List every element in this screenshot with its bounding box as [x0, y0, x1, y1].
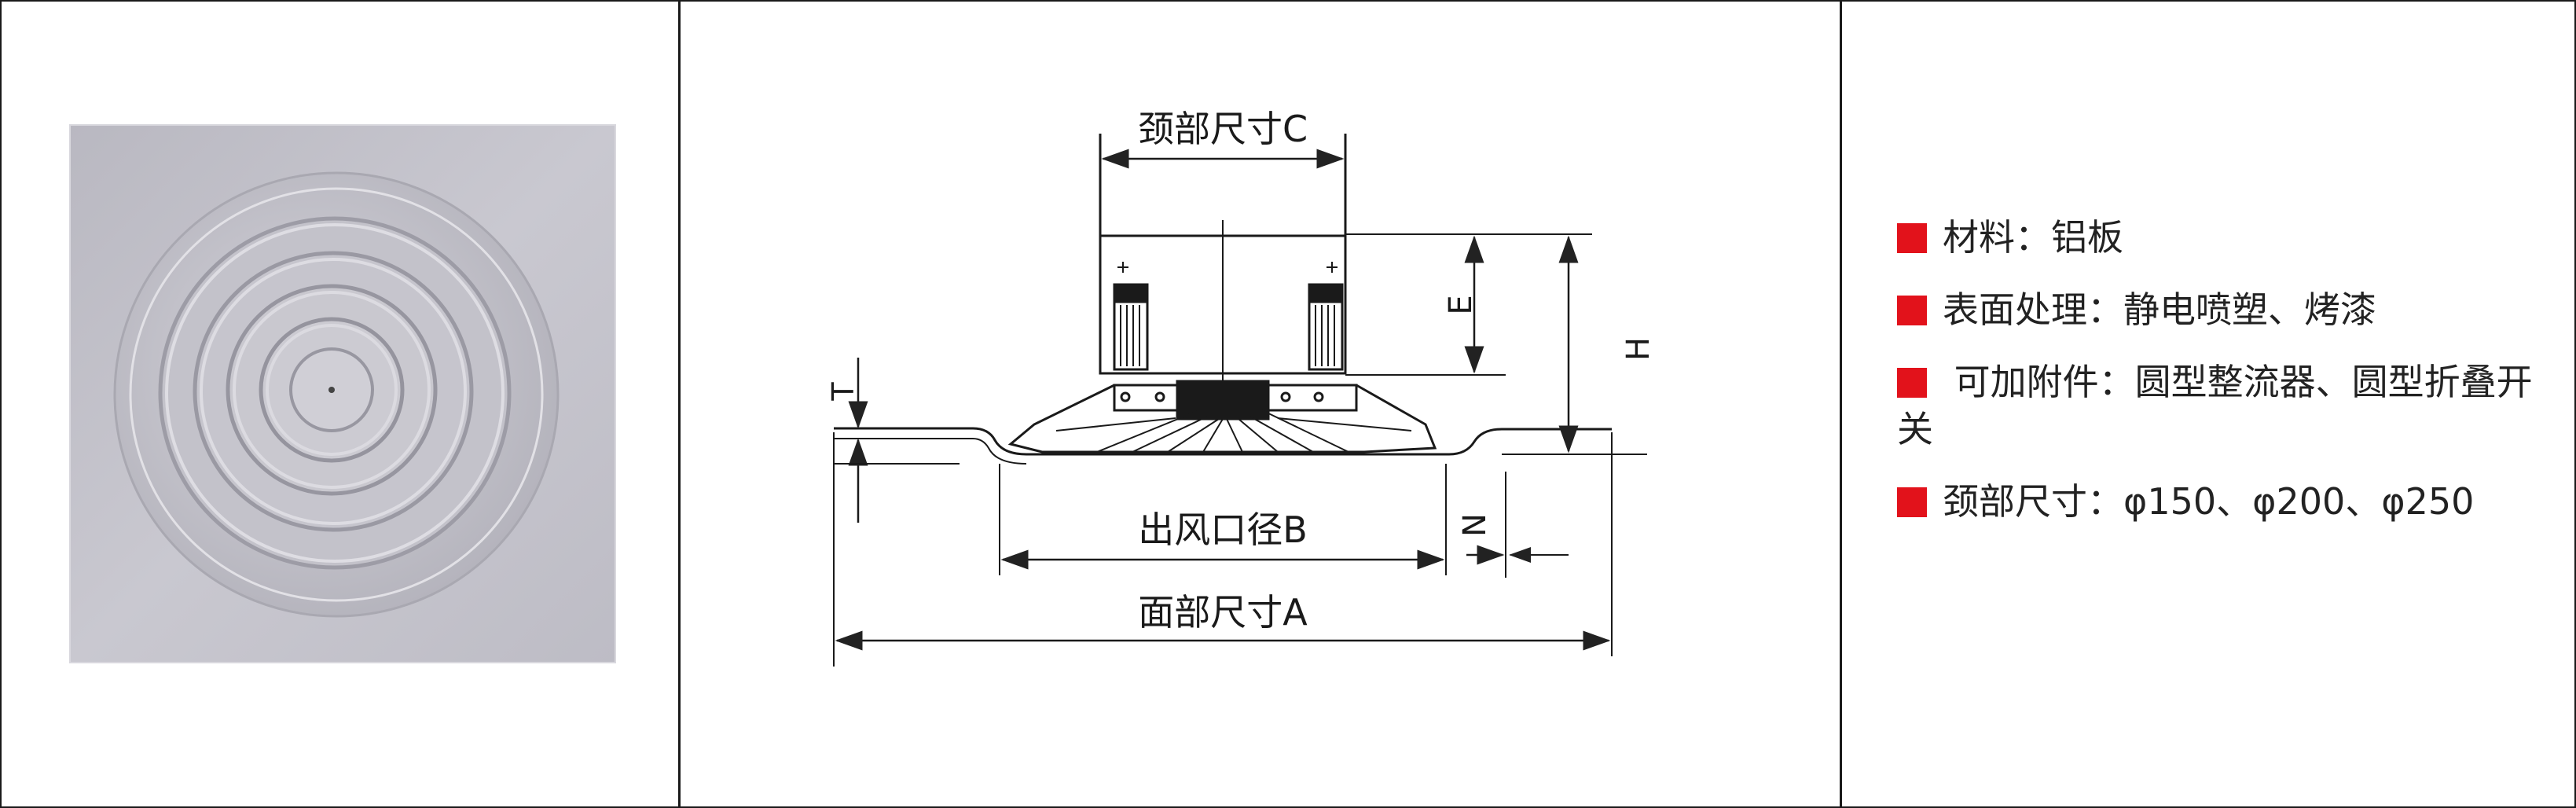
spec-value: 铝板	[2051, 216, 2123, 259]
red-square-bullet-icon	[1897, 223, 1927, 253]
spec-label: 表面处理：	[1943, 288, 2123, 331]
spec-item-surface: 表面处理：静电喷塑、烤漆	[1897, 286, 2565, 333]
t-label: T	[826, 382, 861, 402]
spec-value: 静电喷塑、烤漆	[2123, 288, 2376, 331]
red-square-bullet-icon	[1897, 296, 1927, 325]
outlet-diameter-label: 出风口径B	[1138, 509, 1308, 551]
spec-value: 圆型整流器、圆型折叠开关	[1897, 361, 2533, 450]
spec-value: φ150、φ200、φ250	[2123, 480, 2475, 523]
red-square-bullet-icon	[1897, 368, 1927, 398]
photo-cell	[0, 0, 681, 808]
spec-label: 材料：	[1943, 216, 2051, 259]
spec-list: 材料：铝板 表面处理：静电喷塑、烤漆 可加附件：圆型整流器、圆型折叠开关 颈部尺…	[1897, 214, 2565, 550]
face-plate	[834, 427, 1612, 456]
spec-item-accessories: 可加附件：圆型整流器、圆型折叠开关	[1897, 358, 2565, 453]
face-size-label: 面部尺寸A	[1138, 591, 1308, 634]
square-round-diffuser-icon	[68, 123, 618, 665]
n-label: N	[1457, 513, 1493, 537]
spec-label: 可加附件：	[1954, 361, 2135, 403]
spec-item-material: 材料：铝板	[1897, 214, 2565, 261]
neck-size-label: 颈部尺寸C	[1138, 108, 1308, 150]
spec-label: 颈部尺寸：	[1943, 480, 2123, 523]
red-square-bullet-icon	[1897, 487, 1927, 517]
spec-item-neck-size: 颈部尺寸：φ150、φ200、φ250	[1897, 478, 2565, 525]
diffuser-section-drawing: 颈部尺寸C 出风口径B 面部尺寸A E H T N	[826, 108, 1657, 667]
specs-cell: 材料：铝板 表面处理：静电喷塑、烤漆 可加附件：圆型整流器、圆型折叠开关 颈部尺…	[1842, 0, 2576, 808]
e-label: E	[1443, 295, 1479, 314]
diagram-cell: 颈部尺寸C 出风口径B 面部尺寸A E H T N	[681, 0, 1842, 808]
diffuser-photo	[68, 123, 618, 665]
h-label: H	[1620, 337, 1657, 361]
